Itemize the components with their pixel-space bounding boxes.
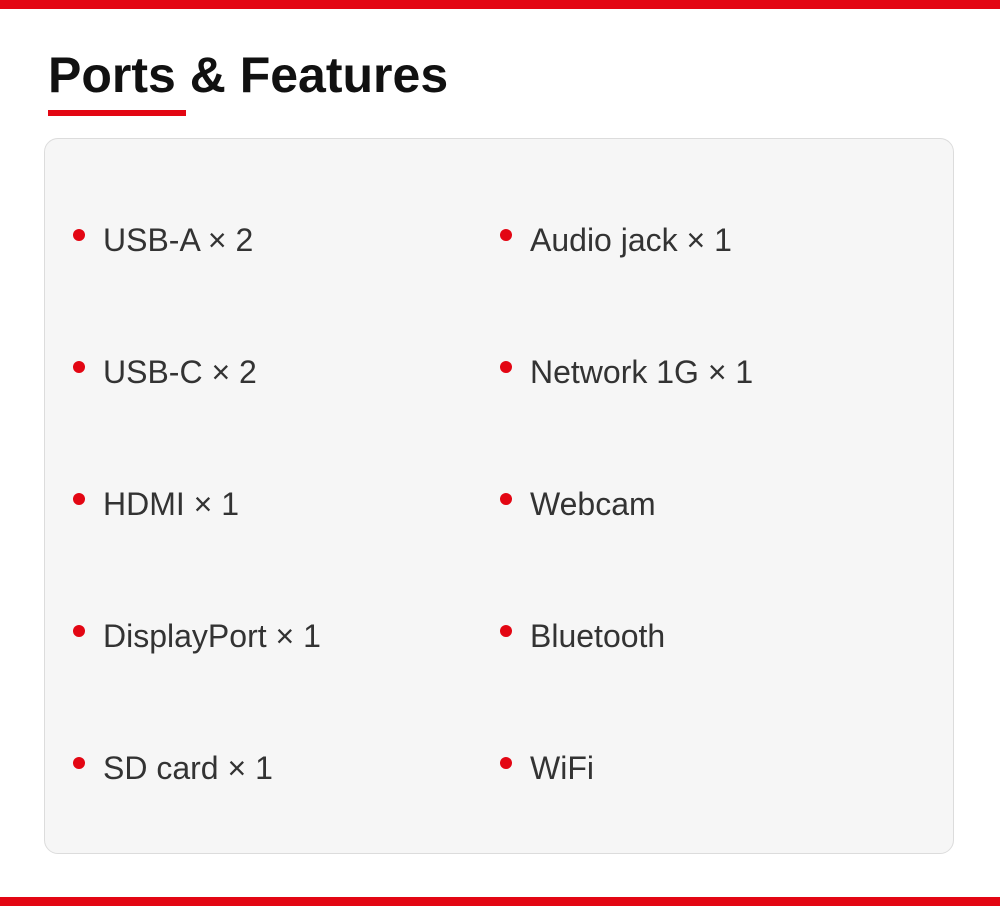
- feature-label: HDMI × 1: [103, 486, 240, 522]
- bullet-icon: [500, 361, 512, 373]
- feature-item-usb-a: USB-A × 2: [73, 220, 253, 260]
- feature-label: Bluetooth: [530, 618, 666, 654]
- feature-label: Audio jack × 1: [530, 222, 732, 258]
- bullet-icon: [73, 625, 85, 637]
- bottom-accent-bar: [0, 897, 1000, 906]
- feature-label: Network 1G × 1: [530, 354, 754, 390]
- feature-item-hdmi: HDMI × 1: [73, 484, 239, 524]
- bullet-icon: [500, 229, 512, 241]
- top-accent-bar: [0, 0, 1000, 9]
- bullet-icon: [73, 361, 85, 373]
- feature-item-network: Network 1G × 1: [500, 352, 753, 392]
- bullet-icon: [500, 625, 512, 637]
- feature-label: Webcam: [530, 486, 656, 522]
- feature-item-wifi: WiFi: [500, 748, 594, 788]
- feature-label: SD card × 1: [103, 750, 273, 786]
- feature-label: DisplayPort × 1: [103, 618, 321, 654]
- feature-item-displayport: DisplayPort × 1: [73, 616, 321, 656]
- feature-item-usb-c: USB-C × 2: [73, 352, 257, 392]
- feature-item-bluetooth: Bluetooth: [500, 616, 665, 656]
- title-underline: [48, 110, 186, 116]
- feature-item-audio-jack: Audio jack × 1: [500, 220, 732, 260]
- bullet-icon: [73, 229, 85, 241]
- feature-item-sd-card: SD card × 1: [73, 748, 273, 788]
- bullet-icon: [500, 493, 512, 505]
- bullet-icon: [500, 757, 512, 769]
- page-title: Ports & Features: [48, 47, 449, 103]
- feature-label: USB-C × 2: [103, 354, 257, 390]
- features-panel: USB-A × 2 USB-C × 2 HDMI × 1 DisplayPort…: [44, 138, 954, 854]
- feature-item-webcam: Webcam: [500, 484, 656, 524]
- bullet-icon: [73, 757, 85, 769]
- feature-label: WiFi: [530, 750, 594, 786]
- bullet-icon: [73, 493, 85, 505]
- feature-label: USB-A × 2: [103, 222, 254, 258]
